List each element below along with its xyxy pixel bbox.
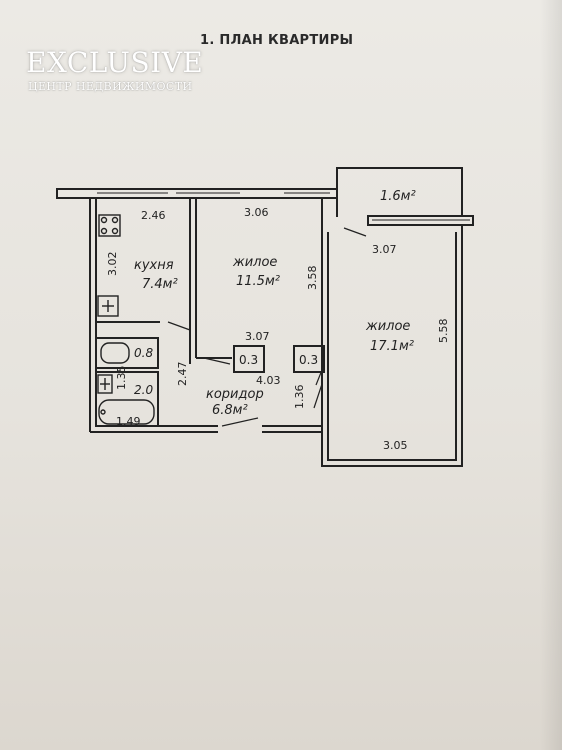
living2-area: 17.1м² [370, 339, 414, 354]
dim-corridor-depth-right: 1.36 [293, 385, 306, 410]
logo-watermark: EXCLUSIVE ЦЕНТР НЕДВИЖИМОСТИ [26, 42, 206, 102]
stove-burner-4 [111, 227, 119, 235]
fixtures [97, 214, 155, 425]
door-corridor-right [313, 383, 323, 409]
stove-burner-1 [100, 216, 108, 224]
plan-heading: 1. ПЛАН КВАРТИРЫ [200, 33, 354, 48]
dim-living2-width: 3.05 [383, 439, 408, 452]
toilet-icon [100, 342, 130, 364]
closet1-area: 0.3 [239, 353, 258, 367]
living1-area: 11.5м² [236, 274, 280, 289]
logo-subtitle: ЦЕНТР НЕДВИЖИМОСТИ [28, 80, 193, 93]
dim-balcony-width: 3.07 [372, 243, 397, 256]
bath-area: 2.0 [134, 383, 153, 397]
dim-living1-depth: 3.58 [306, 266, 319, 291]
door-entry [221, 417, 259, 427]
balcony-window [367, 215, 474, 226]
stove-burner-3 [100, 227, 108, 235]
bathtub-icon [98, 399, 155, 425]
closet1-box [233, 345, 265, 373]
door-balcony [343, 227, 367, 237]
kitchen-area: 7.4м² [142, 277, 178, 292]
dim-living1-width-top: 3.06 [244, 206, 269, 219]
balcony-area: 1.6м² [380, 189, 416, 204]
dim-corridor-depth-left: 2.47 [176, 362, 189, 387]
dim-bath-height: 1.35 [115, 366, 128, 391]
dim-living1-width-bottom: 3.07 [245, 330, 270, 343]
washbasin-icon [97, 374, 113, 394]
dim-kitchen-width: 2.46 [141, 209, 166, 222]
dim-living2-depth: 5.58 [437, 319, 450, 344]
dim-bath-width: 1.49 [116, 415, 141, 428]
bathtub-drain [100, 409, 106, 415]
dim-kitchen-depth: 3.02 [106, 252, 119, 277]
balcony-outline [336, 167, 463, 217]
wc-box [95, 337, 159, 369]
paper-edge-shadow [540, 0, 562, 750]
door-living2 [315, 369, 323, 386]
door-kitchen [167, 321, 191, 331]
door-swings [167, 227, 367, 427]
kitchen-sink-icon [97, 295, 119, 317]
plan-walls [56, 167, 474, 467]
wc-area: 0.8 [134, 346, 153, 360]
living2-inner [327, 232, 457, 461]
living2-name: жилое [365, 319, 410, 334]
closet2-area: 0.3 [299, 353, 318, 367]
corridor-area: 6.8м² [212, 403, 248, 418]
living1-name: жилое [232, 255, 277, 270]
door-living1 [203, 357, 231, 365]
dim-corridor-length: 4.03 [256, 374, 281, 387]
closet2-box [293, 345, 325, 373]
stove-burner-2 [111, 216, 119, 224]
kitchen-name: кухня [134, 258, 174, 273]
logo-name: EXCLUSIVE [26, 46, 204, 79]
bath-box [95, 371, 159, 427]
stove-icon [98, 214, 121, 237]
corridor-name: коридор [206, 387, 264, 402]
